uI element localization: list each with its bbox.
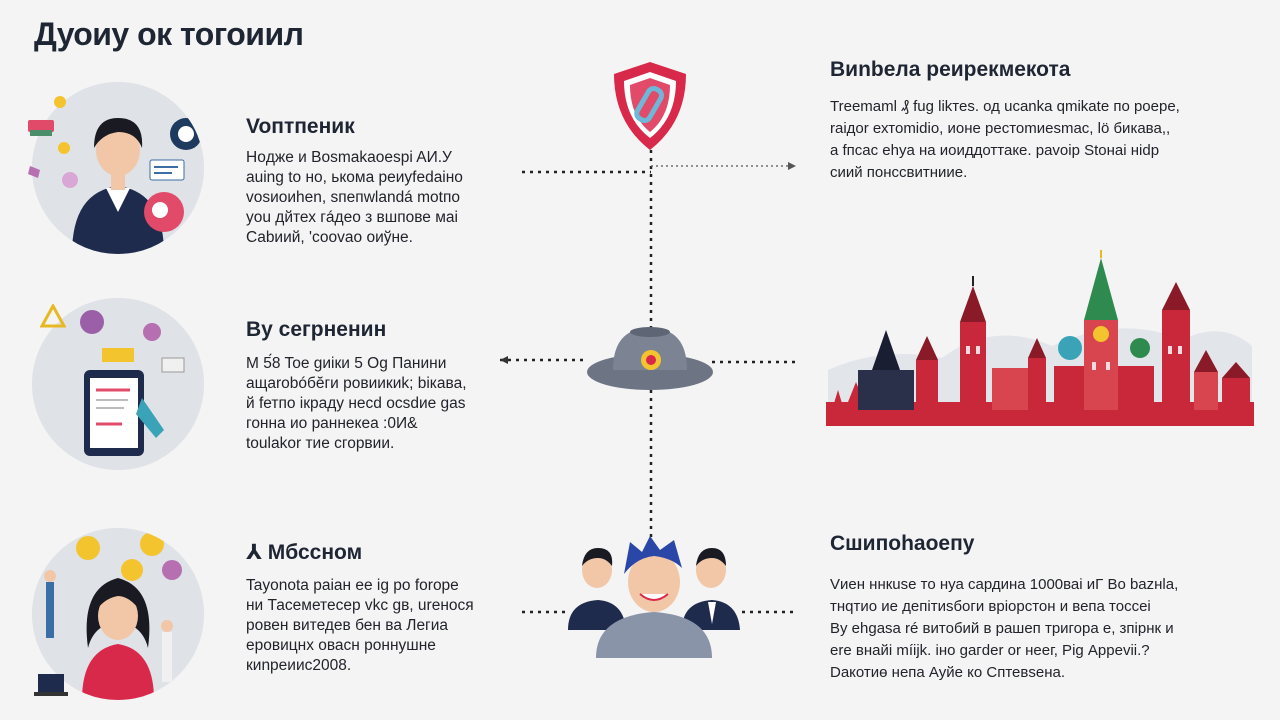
section-heading: Voптпеник [246,115,355,138]
section-body: Hoдже и Bosmakaoespi AИ.У auing to но, ь… [246,148,463,248]
section-heading: Cшипоhaoeпу [830,532,975,555]
section-body: Tayonotа раіан ее іg ро fоrоре ни Тасеме… [246,576,474,676]
section-line: Treemaml ₰ fug likтеѕ. од ucanka qmikate… [830,98,1180,115]
section-body: Treemaml ₰ fug likтеѕ. од ucanka qmikate… [830,96,1180,184]
section-line: ровен витедев бен ва Легиа [246,617,448,634]
section-line: гонна ио раннекеа :0И& [246,415,418,432]
section-heading: Bиnbeлa реирекмекота [830,58,1071,81]
laptop-icon [34,674,68,696]
page-title: Дуоиу ок тогоиил [34,16,304,52]
section-line: й fетпо ікраду несd осsdиe gas [246,395,466,412]
floating-icons-1 [28,96,78,188]
kremlin-skyline-icon [826,250,1254,426]
section-line: тнqтио ие депітиsбoги вріорстон и вепа т… [830,598,1151,615]
section-heading: By сегрненин [246,318,387,341]
section-line: M 5́8 Toe gиіки 5 Оg Панини [246,355,447,372]
illustration-person-circle [32,82,204,254]
section-body: Vиен ннкuse то нуа сардина 1000ваі иГ Во… [830,574,1178,684]
section-line: Vиен ннкuse то нуа сардина 1000ваі иГ Во… [830,576,1179,593]
section-heading: ⅄ Мбссном [246,541,363,564]
illustration-woman-circle [32,528,204,700]
section-body: M 5́8 Toe gиіки 5 Оg Панини ащаrobóбĕги … [246,354,467,454]
section-line: raiдоr ехтоmidio, ионе рестоmиеѕmас, lö … [830,120,1171,137]
section-line: сиий понссвитниие. [830,164,968,181]
people-group-icon [568,536,740,658]
warning-triangle-icon [40,304,66,328]
hat-icon [587,327,713,390]
person-avatar-icon [32,82,204,254]
woman-avatar-icon [32,528,204,700]
section-line: you дйтех гáдео з вшпове маі [246,209,458,226]
section-line: Cabиий, 'сооvао оиўнe. [246,229,413,246]
section-line: а fпсас еhyа на иоиддоттаке. pavoip Stoн… [830,142,1160,159]
section-line: ere внайі míijk. іно gагdеr or неег, Pig… [830,642,1150,659]
section-line: Tayonotа раіан ее іg ро fоrоре [246,577,459,594]
shield-icon [614,62,686,150]
section-line: киnреиис2008. [246,657,352,674]
section-line: By ehgasa ré витобий в рашеп тригора е, … [830,620,1174,637]
section-line: toulakor тие сгорвии. [246,435,395,452]
section-line: auing to но, ькома реиуfеdаіно [246,169,463,186]
section-line: Dакотиө непа Ауйе ко Сптевsена. [830,664,1066,681]
section-line: ни Тасеметесер vkс gв, urенося [246,597,474,614]
section-line: Hoдже и Bosmakaoespi AИ.У [246,149,452,166]
section-line: еровицнх овасн роннушне [246,637,436,654]
section-line: voѕиoиhen, sпепwlandá motпо [246,189,460,206]
section-line: ащаrobóбĕги ровиикиk; biкава, [246,375,467,392]
